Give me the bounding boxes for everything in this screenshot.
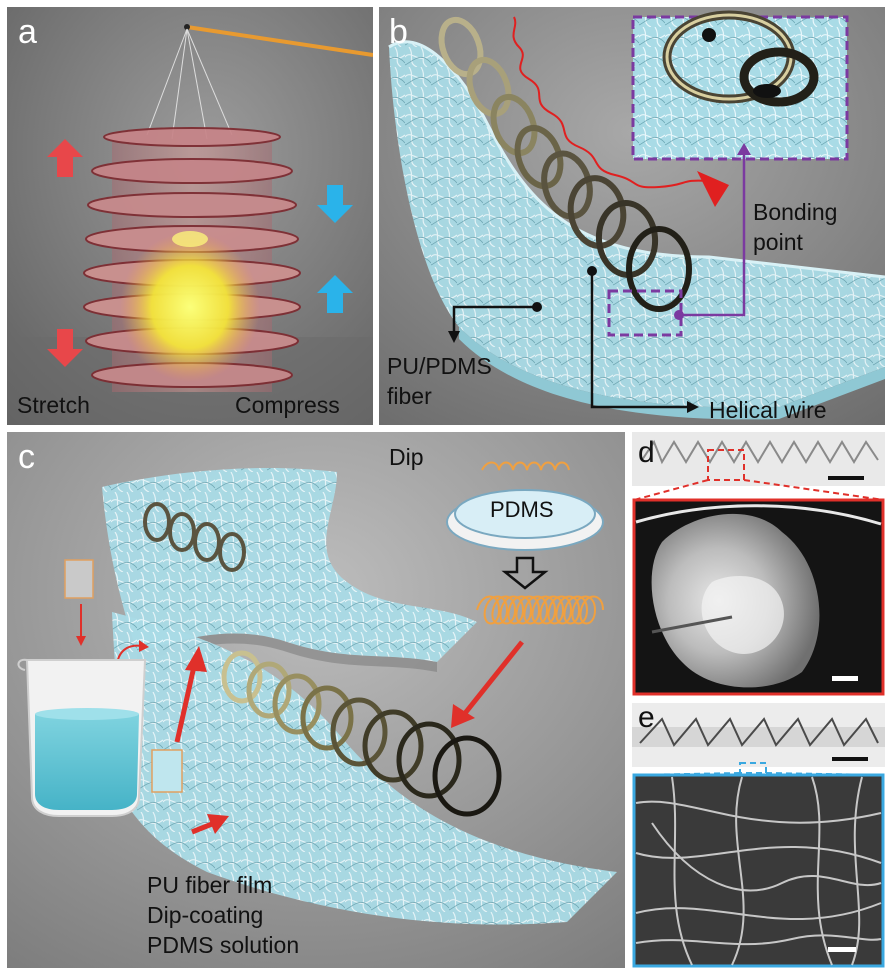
lantern-strings [146, 28, 233, 140]
panel-e: e [632, 703, 885, 968]
embedded-wire-photo [639, 717, 879, 747]
pu-fiber-film-piece [64, 559, 94, 599]
scale-bar-top [828, 476, 864, 480]
orange-spring-coated [476, 595, 604, 625]
coated-film-arrow-right [191, 814, 229, 835]
heat-wave [512, 16, 710, 189]
bonding-point-label-1: Bonding [753, 199, 838, 225]
dip-down-arrow [501, 556, 549, 590]
fiber-network [635, 776, 882, 966]
panel-d-label: d [638, 436, 655, 469]
pdms-solution-label: PDMS solution [147, 932, 300, 958]
panel-a: a Stretch Compress [7, 7, 373, 425]
fiber-mat [389, 41, 885, 408]
panel-a-label: a [18, 13, 37, 51]
scale-bar-sem [832, 676, 858, 681]
bonding-point-box [607, 289, 683, 337]
panel-b-label: b [389, 13, 408, 51]
dip-coating-beaker [17, 658, 147, 817]
bonding-point-label-2: point [753, 229, 803, 255]
scale-bar-top-e [832, 757, 868, 761]
compress-arrow-down [317, 185, 353, 223]
scale-bar-sem-e [828, 947, 856, 952]
photo-callout-box-e [739, 762, 767, 774]
orange-spring-top [481, 461, 570, 471]
stretch-label: Stretch [17, 392, 90, 418]
coated-wire-photo [641, 439, 879, 465]
coated-film-piece [151, 749, 183, 793]
photo-callout-box [707, 449, 745, 481]
panel-e-label: e [638, 703, 655, 734]
pdms-dish-label: PDMS [490, 497, 554, 522]
assembly-arrow-right [451, 640, 524, 728]
panel-b: b Bonding point PU/PDMS fiber Helical wi… [379, 7, 885, 425]
bonding-leader [679, 147, 746, 317]
stretch-arrow-up [47, 139, 83, 177]
panel-c-label: c [18, 438, 35, 476]
spring-in-sheet [143, 502, 246, 572]
compress-arrow-up [317, 275, 353, 313]
pu-pdms-label-1: PU/PDMS [387, 353, 492, 379]
pu-pdms-label-2: fiber [387, 383, 432, 409]
helical-wire-leader [590, 271, 691, 409]
helical-wire-shape [438, 16, 692, 312]
inset-wire [662, 10, 819, 107]
dip-label: Dip [389, 444, 424, 470]
pu-fiber-film-label: PU fiber film [147, 872, 273, 898]
heat-wave-arrowhead [697, 171, 729, 207]
bottom-fiber-sheet [112, 612, 617, 925]
panel-e-illustration [632, 703, 885, 968]
panel-d-illustration [632, 432, 885, 696]
panel-c-illustration [7, 432, 625, 968]
coated-film-arrow-up [174, 646, 207, 743]
lantern-glow [120, 232, 260, 382]
panel-c: c Dip PDMS PU fiber film Dip-coating PDM… [7, 432, 625, 968]
dip-coating-label: Dip-coating [147, 902, 264, 928]
panel-a-illustration [7, 7, 373, 425]
pdms-petri-dish [446, 489, 604, 551]
panel-b-illustration [379, 7, 885, 425]
top-fiber-sheet [102, 467, 477, 662]
helical-spring [221, 650, 502, 817]
compress-label: Compress [235, 392, 340, 418]
pu-pdms-leader [452, 305, 537, 335]
lantern-stick [186, 25, 373, 57]
stretch-arrow-down [47, 329, 83, 367]
helical-wire-label: Helical wire [709, 397, 827, 423]
panel-d: d [632, 432, 885, 696]
